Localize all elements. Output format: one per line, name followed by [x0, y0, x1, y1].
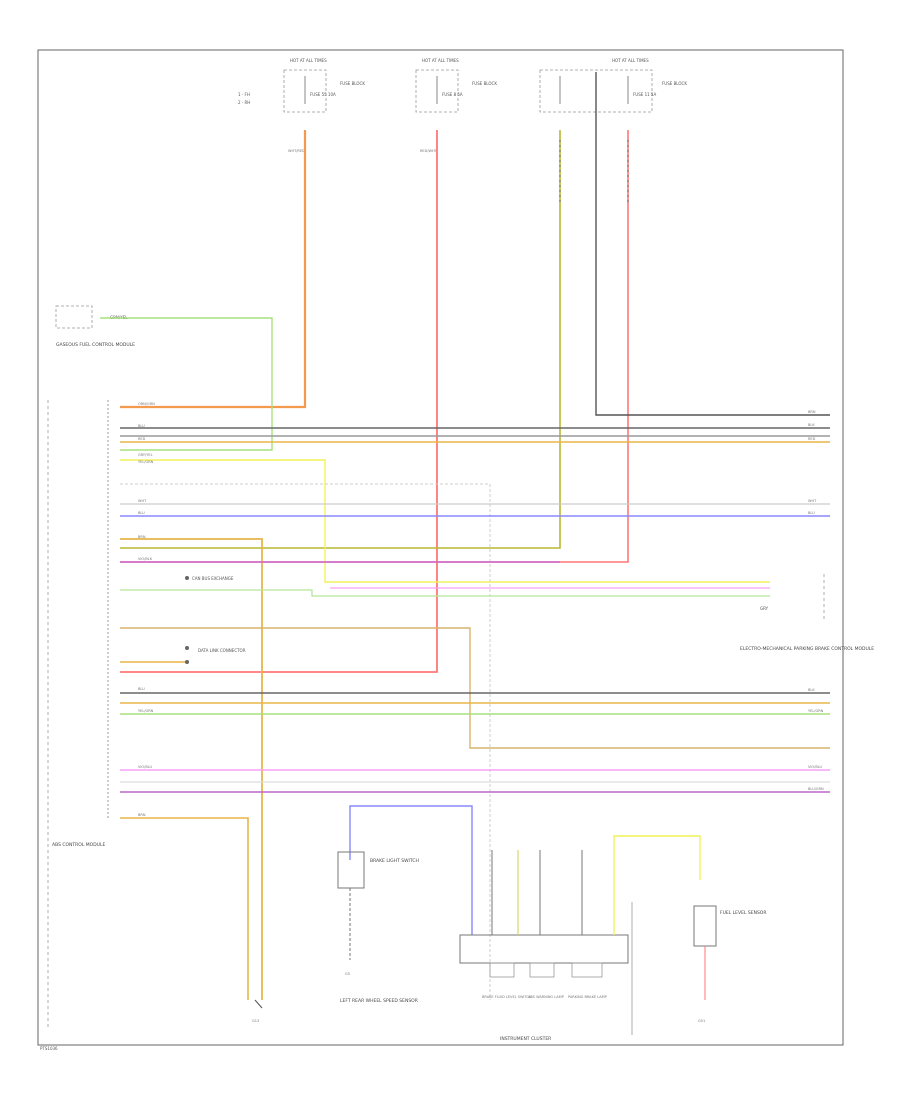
left-wire-label-6: WHT	[138, 499, 147, 503]
wire-fuel-sensor-yellow	[613, 835, 701, 935]
connector-dot-1	[185, 576, 189, 580]
bus-wire-green-2	[120, 589, 770, 597]
cluster-lamp-1	[489, 962, 515, 978]
ground-g13: G13	[252, 999, 263, 1023]
gaseous-fuel-module-label: GASEOUS FUEL CONTROL MODULE	[56, 342, 135, 348]
brake-light-switch-label: BRAKE LIGHT SWITCH	[370, 858, 419, 864]
right-wire-label-ex: GRY	[760, 606, 769, 611]
cluster-lamp-2	[529, 962, 555, 978]
right-wire-label-7: YEL/GRN	[808, 709, 824, 713]
fuse-2-label: FUSE 8 5A	[442, 92, 463, 97]
wire-fuse3-red	[120, 130, 629, 563]
left-wire-label-5: YEL/GRN	[138, 460, 154, 464]
left-wire-label-9: VIO/BLK	[138, 557, 153, 561]
bus-wire-tan-2	[120, 627, 830, 749]
right-wire-label-2: BLK	[808, 423, 815, 427]
ground-g13-symbol	[254, 999, 263, 1009]
abs-lamp-label: ABS WARNING LAMP	[528, 995, 564, 999]
right-wire-label-8: VIO/BLU	[808, 765, 823, 769]
wire-brake-switch-blue	[349, 805, 473, 935]
left-wire-label-10: BLU	[138, 687, 145, 691]
cluster-lamp-3	[571, 962, 603, 978]
ground-g5: G5	[345, 888, 351, 976]
fuse-3-block-label: FUSE BLOCK	[662, 81, 687, 86]
right-wire-label-1: BRN	[808, 410, 816, 414]
abs-module-label: ABS CONTROL MODULE	[52, 842, 105, 848]
fuse-block-3: HOT AT ALL TIMES FUSE 11 5A FUSE BLOCK	[539, 58, 687, 113]
right-wire-label-5: BLU	[808, 511, 815, 515]
left-rear-wss-label: LEFT REAR WHEEL SPEED SENSOR	[340, 998, 418, 1004]
gaseous-fuel-module-box	[55, 305, 93, 329]
fuse-2-box	[415, 69, 459, 113]
left-wire-label-2: BLU	[138, 424, 145, 428]
fuse-2-block-label: FUSE BLOCK	[472, 81, 497, 86]
instrument-cluster-label: INSTRUMENT CLUSTER	[500, 1036, 551, 1042]
fuse-1-top-label: HOT AT ALL TIMES	[290, 58, 327, 63]
brake-fluid-label: BRAKE FLUID LEVEL SWITCH	[482, 995, 532, 999]
connector-dot-2	[185, 646, 189, 650]
parking-brake-module-label: ELECTRO-MECHANICAL PARKING BRAKE CONTROL…	[740, 646, 874, 652]
fuse-legend-1: 1 - FH	[238, 92, 250, 97]
fuse-1-box	[283, 69, 327, 113]
left-wire-label-12: VIO/BLU	[138, 765, 153, 769]
fuse-block-2: HOT AT ALL TIMES FUSE 8 5A FUSE BLOCK RE…	[415, 58, 497, 153]
diagram-frame	[37, 49, 844, 1046]
brake-light-switch-box	[337, 851, 365, 889]
left-wire-label-4: GRY/YEL	[138, 453, 153, 457]
connector-note-1: CAN BUS EXCHANGE	[192, 576, 234, 581]
fuse-1-block-label: FUSE BLOCK	[340, 81, 365, 86]
fuse-2-top-label: HOT AT ALL TIMES	[422, 58, 459, 63]
bus-wire-yellow	[120, 459, 770, 583]
gaseous-fuel-module: GASEOUS FUEL CONTROL MODULE GRN/YEL	[55, 305, 135, 348]
right-wire-label-6: BLK	[808, 688, 815, 692]
left-wire-label-13: BRN	[138, 813, 146, 817]
parking-brake-lamp-label: PARKING BRAKE LAMP	[568, 995, 607, 999]
wire-fuse3-black	[595, 72, 830, 416]
ground-g51: G51	[698, 1019, 705, 1023]
left-wire-label-7: BLU	[138, 511, 145, 515]
left-wire-label-3: RED	[138, 437, 146, 441]
fuse-3-top-label: HOT AT ALL TIMES	[612, 58, 649, 63]
bus-wire-brown-vertical	[120, 538, 263, 1000]
fuse-3-label: FUSE 11 5A	[633, 92, 656, 97]
fuse-1-wire-label: WHT/RED	[288, 149, 305, 153]
fuel-level-sensor-box	[693, 905, 717, 947]
fuse-legend-2: 2 - RH	[238, 100, 250, 105]
ground-g5-label: G5	[345, 972, 350, 976]
fuel-level-sensor-label: FUEL LEVEL SENSOR	[720, 910, 766, 916]
right-wire-label-9: BLU/GRN	[808, 787, 824, 791]
left-wire-label-8: BRN	[138, 535, 146, 539]
bus-wire-brown-2	[120, 817, 249, 1000]
wire-gaseous-green	[100, 317, 273, 451]
bus-wires	[120, 427, 830, 1000]
left-wire-label-1: ORN/GRN	[138, 402, 155, 406]
wire-fuse3-olive	[120, 130, 561, 549]
bus-wire-dashed	[120, 483, 491, 1000]
instrument-cluster-box	[459, 934, 629, 964]
connector-dot-3	[185, 660, 189, 664]
connector-note-2: DATA LINK CONNECTOR	[198, 648, 246, 653]
fuse-1-label: FUSE 55 10A	[310, 92, 336, 97]
right-wire-label-3: RED	[808, 437, 816, 441]
left-wire-label-11: YEL/GRN	[138, 709, 154, 713]
footer-code: PTS1036	[40, 1046, 58, 1051]
wire-fuse1-orange	[120, 130, 307, 409]
fuse-2-wire-label: RED/WHT	[420, 149, 438, 153]
ground-g51-label: G51	[698, 1019, 705, 1023]
wire-fuse2-red	[120, 130, 438, 673]
ground-g13-label: G13	[252, 1019, 259, 1023]
right-wire-label-4: WHT	[808, 499, 817, 503]
fuse-block-1: HOT AT ALL TIMES FUSE 55 10A FUSE BLOCK …	[283, 58, 365, 153]
